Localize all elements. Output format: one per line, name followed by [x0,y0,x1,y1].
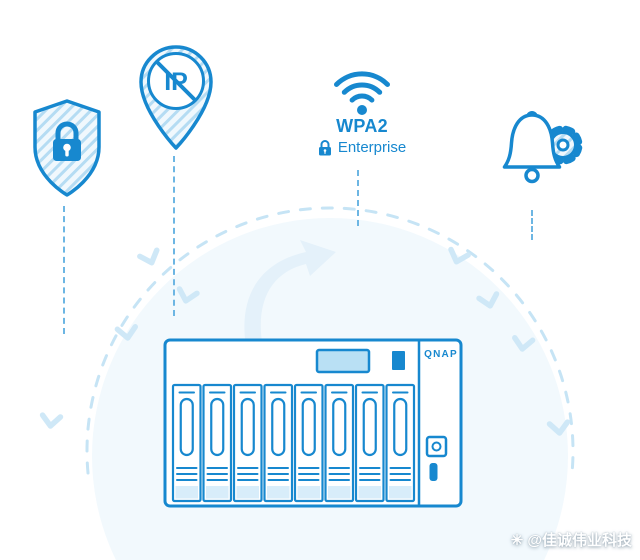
nas-device: QNAP [163,338,463,508]
nas-power-button [425,435,448,458]
chevron-decoration [114,324,138,341]
nas-drive-bay [232,383,263,503]
prohibition-slash [155,60,197,102]
chevron-decoration [176,286,200,304]
connector-line-shield [63,206,65,334]
watermark: ✳ @佳诚伟业科技 [511,529,632,550]
dome-arc [85,206,575,475]
padlock-icon [53,121,81,161]
wifi-icon [334,71,390,115]
connector-line-ip-pin [173,156,175,316]
enterprise-label: Enterprise [337,139,407,156]
lock-icon [318,140,331,156]
connector-line-bell [531,210,533,240]
nas-drive-bay [324,383,355,503]
snowflake-icon: ✳ [510,531,524,549]
bell-gear-icon [502,111,583,184]
nas-drive-bay [293,383,324,503]
blocked-ip-pin-icon: IP [139,45,213,150]
enterprise-row: Enterprise [300,139,424,156]
connector-line-wifi [357,170,359,226]
bell-clapper [524,167,540,184]
chevron-decoration [476,291,500,309]
nas-drive-bay [171,383,202,503]
nas-drive-bay [385,383,416,503]
chevron-decoration [448,246,471,265]
shield-lock-icon [33,99,101,197]
watermark-text: @佳诚伟业科技 [527,532,632,549]
chevron-decoration [137,247,160,266]
qnap-logo: QNAP [424,349,458,360]
nas-display-screen [315,348,371,374]
nas-drive-bay [263,383,294,503]
nas-indicator-light [392,351,405,370]
nas-drive-bay [202,383,233,503]
chevron-decoration [546,419,571,436]
chevron-decoration [39,412,64,429]
bell-icon [502,111,562,184]
swoosh-decoration [244,240,336,346]
nas-usb-port [429,463,438,481]
nas-drive-bay [354,383,385,503]
chevron-decoration [512,335,536,352]
wpa2-label: WPA2 [336,116,388,136]
